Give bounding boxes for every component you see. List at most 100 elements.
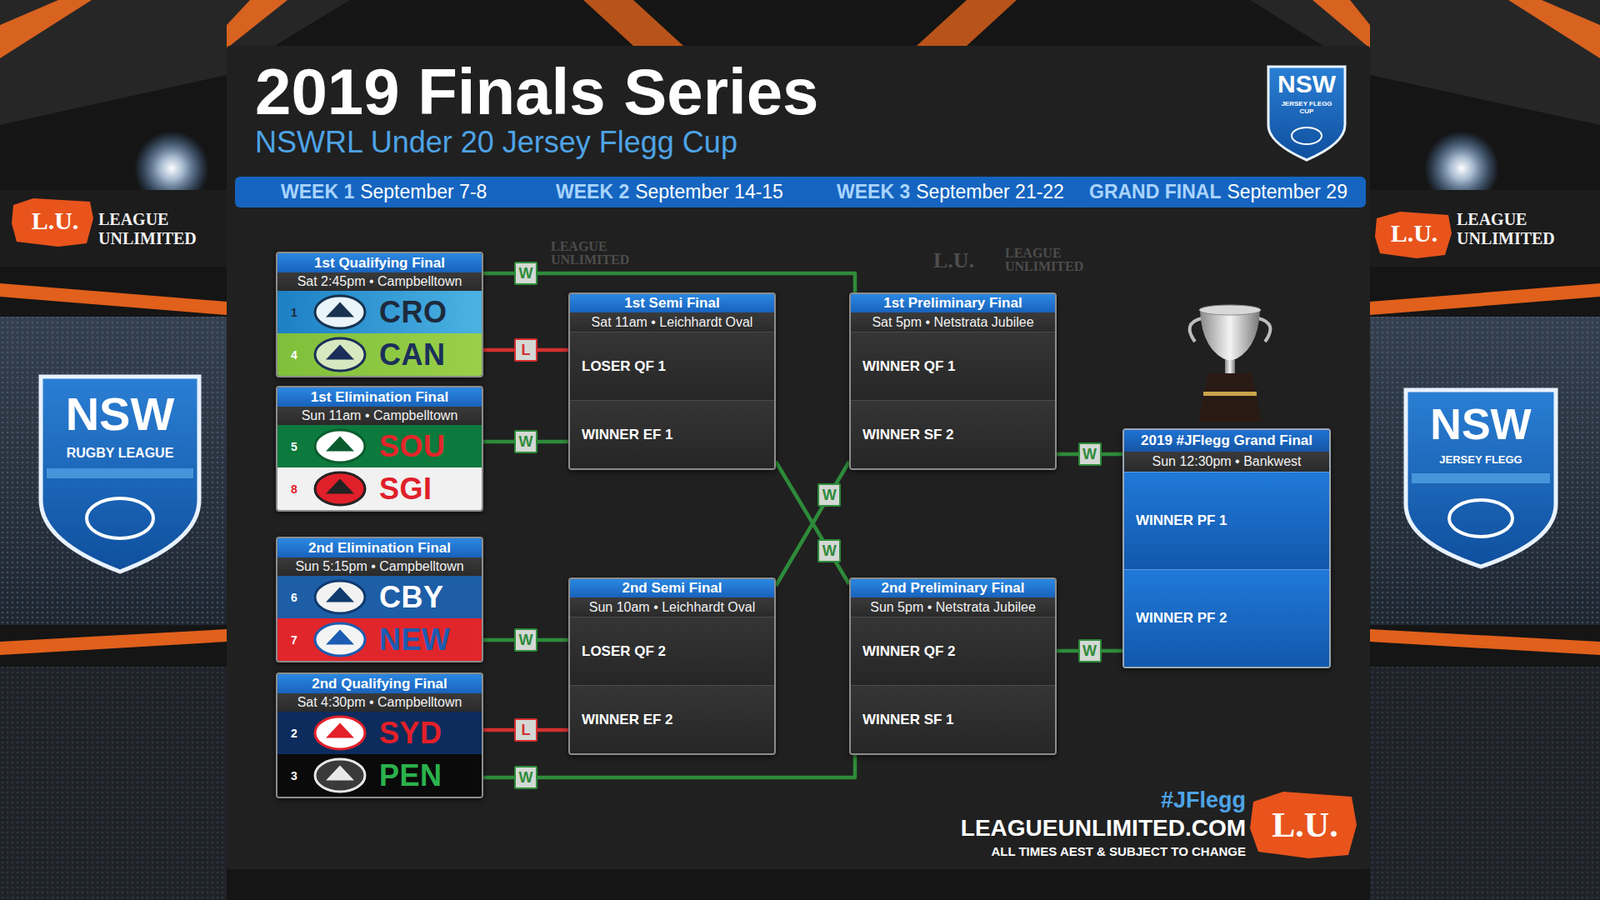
match-title: 2019 #JFlegg Grand Final — [1124, 430, 1330, 452]
match-title: 2nd Preliminary Final — [850, 579, 1055, 598]
shield-ball — [1449, 500, 1513, 537]
roof-beam — [1508, 0, 1600, 59]
seed-number: 8 — [288, 482, 300, 496]
page-title: 2019 Finals Series — [255, 58, 819, 127]
shield-stripe — [46, 468, 194, 479]
website: LEAGUEUNLIMITED.COM — [960, 815, 1246, 842]
team-row: 3 PEN — [277, 754, 482, 797]
emblem-mark — [325, 630, 355, 645]
team-code: SGI — [379, 474, 433, 505]
match-title: 2nd Semi Final — [570, 579, 775, 598]
trophy-rim — [1199, 305, 1261, 315]
fixture-box: 2nd Preliminary FinalSun 5pm • Netstrata… — [849, 577, 1057, 755]
logo-shield — [1268, 66, 1345, 160]
result-connector — [483, 755, 855, 778]
team-emblem — [305, 333, 375, 376]
screen-dots — [0, 666, 227, 900]
team-row: 5SOU — [277, 425, 482, 468]
emblem-disc — [315, 623, 365, 656]
trophy-handle — [1190, 318, 1202, 342]
screen-dots — [0, 316, 227, 625]
result-tag: W — [514, 765, 538, 790]
slot-text: WINNER QF 2 — [862, 643, 955, 660]
emblem-disc — [315, 472, 365, 505]
shield-text: NSW — [1405, 401, 1556, 448]
orange-stripe — [0, 629, 227, 655]
final-slot-row: WINNER PF 1 — [1124, 471, 1330, 570]
shield-subtext: RUGBY LEAGUE — [40, 445, 200, 461]
match-box: 2nd Elimination FinalSun 5:15pm • Campbe… — [275, 536, 484, 663]
emblem-disc — [315, 338, 365, 371]
result-tag: W — [514, 261, 538, 285]
main-panel — [226, 45, 1370, 870]
match-box: 1st Qualifying FinalSat 2:45pm • Campbel… — [275, 251, 484, 378]
lu-brush — [11, 198, 94, 247]
result-tag: L — [514, 338, 538, 362]
week-dates: September 29 — [1226, 180, 1347, 203]
result-tag: W — [514, 430, 538, 454]
shield-stripe — [1411, 473, 1550, 484]
match-title: 2nd Elimination Final — [277, 538, 482, 558]
logo-subtext: JERSEY FLEGG CUP — [1274, 100, 1340, 115]
watermark: LEAGUE UNLIMITED — [1005, 246, 1105, 274]
result-tag: L — [514, 718, 538, 742]
match-title: 1st Elimination Final — [277, 387, 482, 407]
fixture-box: 2nd Semi FinalSun 10am • Leichhardt Oval… — [568, 577, 776, 755]
match-box: 2nd Qualifying FinalSat 4:30pm • Campbel… — [275, 672, 484, 799]
emblem-mark — [325, 765, 355, 781]
team-code: PEN — [379, 760, 443, 791]
team-code: CAN — [379, 340, 446, 370]
fixture-box: 1st Preliminary FinalSat 5pm • Netstrata… — [849, 292, 1057, 470]
team-emblem — [305, 754, 375, 797]
team-emblem — [305, 575, 375, 619]
result-connector — [483, 273, 855, 293]
slot-text: WINNER SF 2 — [862, 426, 955, 444]
lu-brush — [1375, 211, 1452, 259]
brand-mark: L.U. — [1380, 219, 1449, 249]
match-title: 2nd Qualifying Final — [277, 674, 482, 694]
team-code: NEW — [379, 625, 451, 655]
lu-brush — [1250, 791, 1357, 859]
team-row: 4CAN — [277, 333, 482, 376]
slot-row: WINNER QF 2 — [850, 616, 1055, 685]
match-time: Sat 11am • Leichhardt Oval — [570, 312, 775, 332]
brand-name: LEAGUE UNLIMITED — [1456, 210, 1582, 249]
trophy-band — [1203, 391, 1257, 396]
emblem-mark — [325, 723, 355, 739]
seed-number: 3 — [288, 769, 300, 783]
match-title: 1st Semi Final — [570, 294, 775, 313]
watermark: L.U. — [933, 250, 989, 272]
match-time: Sun 5pm • Netstrata Jubilee — [850, 597, 1055, 617]
slot-text: LOSER QF 2 — [581, 643, 666, 660]
shield-ball — [86, 498, 154, 539]
team-code: CRO — [379, 297, 448, 328]
team-row: 1CRO — [277, 290, 482, 334]
screen-dots — [1370, 316, 1600, 625]
trophy-handle — [1258, 318, 1270, 342]
match-time: Sat 5pm • Netstrata Jubilee — [850, 312, 1055, 332]
emblem-disc — [315, 716, 365, 750]
emblem-disc — [315, 580, 365, 614]
fixture-box: 1st Semi FinalSat 11am • Leichhardt Oval… — [568, 292, 776, 470]
logo-ball — [1291, 127, 1322, 145]
slot-row: WINNER SF 2 — [850, 400, 1055, 469]
match-time: Sun 5:15pm • Campbelltown — [277, 557, 482, 576]
result-tag: W — [1078, 442, 1102, 466]
team-code: SOU — [379, 431, 446, 462]
emblem-disc — [315, 430, 365, 463]
emblem-mark — [325, 302, 355, 318]
team-emblem — [305, 711, 375, 755]
result-tag: W — [514, 628, 538, 652]
emblem-disc — [315, 295, 365, 329]
result-connector — [775, 461, 850, 585]
slot-row: WINNER SF 1 — [850, 685, 1055, 754]
result-tag: W — [817, 539, 841, 563]
emblem-disc — [315, 759, 365, 792]
roof-beam — [1312, 0, 1370, 49]
team-code: CBY — [379, 582, 445, 613]
match-title: 1st Preliminary Final — [850, 294, 1055, 313]
